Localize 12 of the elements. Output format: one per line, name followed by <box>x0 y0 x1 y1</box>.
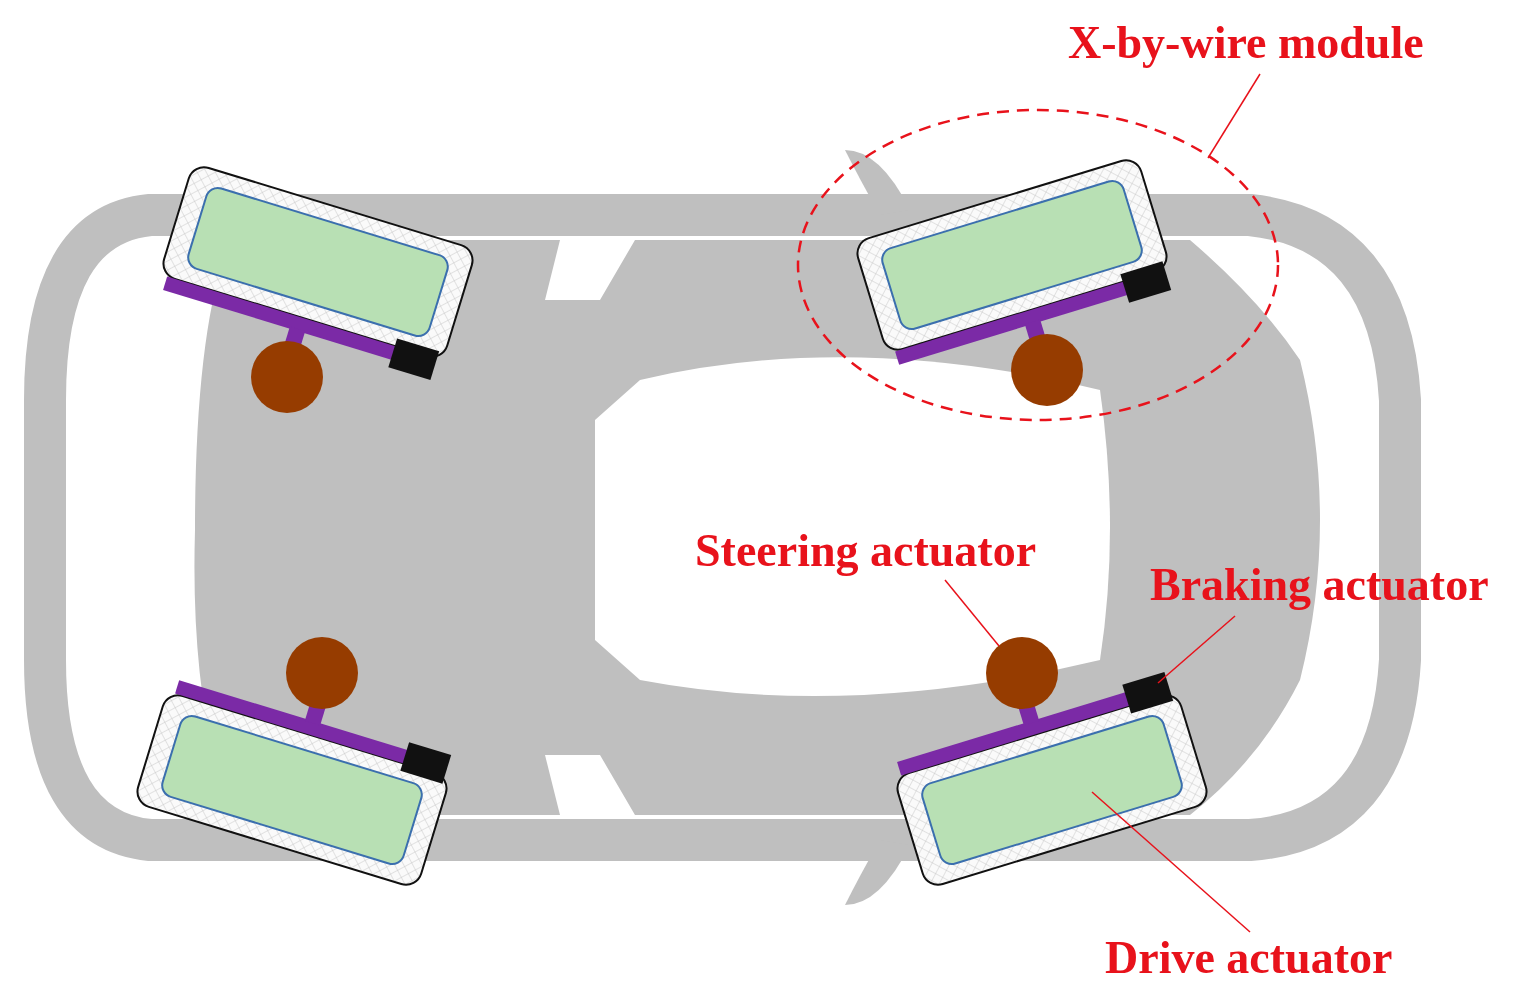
steering-motor <box>986 637 1058 709</box>
leader-line <box>944 579 1000 647</box>
leader-line <box>1091 791 1251 933</box>
callout-label: Braking actuator <box>1150 562 1489 608</box>
callout-label: X-by-wire module <box>1068 20 1424 66</box>
leader-line <box>1157 615 1236 684</box>
callout-label: Steering actuator <box>695 528 1037 574</box>
callout-label: Drive actuator <box>1105 935 1393 981</box>
wheel-hub-motor <box>918 712 1186 868</box>
leader-line <box>1207 73 1261 159</box>
module-boundary <box>796 108 1280 422</box>
brake-caliper <box>1122 672 1174 714</box>
